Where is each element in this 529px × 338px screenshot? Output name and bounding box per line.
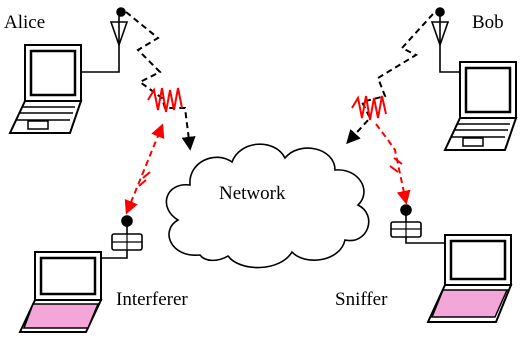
bob-rf-wave-icon: [351, 95, 387, 121]
sniffer-label: Sniffer: [335, 289, 388, 310]
bob-network-link: [346, 13, 434, 145]
alice-label: Alice: [4, 12, 46, 33]
alice-antenna-icon: [81, 7, 129, 73]
bob-label: Bob: [472, 12, 504, 33]
sniffer-eavesdrop-link: [375, 123, 411, 205]
alice-laptop-icon: [8, 44, 83, 134]
interferer-jamming-link: [124, 123, 165, 215]
alice-rf-wave-icon: [147, 87, 183, 113]
interferer-laptop-icon: [18, 251, 103, 333]
sniffer-laptop-icon: [426, 234, 513, 323]
sniffer-antenna-icon: [390, 204, 445, 244]
alice-network-link: [125, 11, 196, 151]
interferer-antenna-icon: [101, 215, 143, 259]
bob-laptop-icon: [443, 61, 518, 151]
network-label: Network: [219, 183, 286, 204]
bob-antenna-icon: [430, 7, 460, 73]
network-cloud-icon: [165, 143, 370, 269]
interferer-label: Interferer: [116, 289, 188, 310]
